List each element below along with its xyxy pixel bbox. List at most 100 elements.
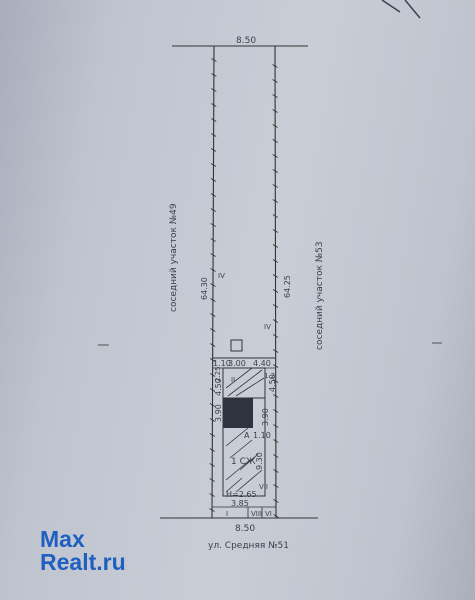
small-structure: [230, 339, 243, 352]
boundary-tick: [209, 358, 216, 362]
seg-12: 3.85: [231, 499, 249, 508]
boundary-tick: [273, 394, 279, 398]
zone-bottom-left: I: [226, 510, 228, 518]
seg-5: 2.25: [214, 366, 222, 382]
zone-lower-right: IV: [264, 323, 271, 331]
boundary-tick: [210, 163, 217, 167]
boundary-tick: [272, 304, 279, 308]
boundary-tick: [209, 388, 216, 392]
boundary-tick: [272, 244, 279, 248]
boundary-tick: [272, 364, 279, 368]
top-width-label: 8.50: [236, 36, 256, 46]
boundary-tick: [273, 454, 279, 458]
watermark-line2: Realt.ru: [40, 549, 126, 575]
boundary-tick: [273, 439, 279, 443]
boundary-tick: [209, 478, 215, 482]
boundary-tick: [209, 433, 216, 437]
boundary-tick: [272, 214, 279, 218]
boundary-tick: [210, 253, 216, 257]
height-label: H=2.65: [226, 490, 257, 499]
boundary-tick: [272, 94, 278, 98]
boundary-tick: [210, 298, 216, 302]
boundary-tick: [272, 274, 279, 278]
boundary-tick: [272, 139, 278, 143]
boundary-tick: [273, 409, 279, 413]
boundary-tick: [272, 154, 278, 158]
house-outline: [222, 397, 266, 497]
zone-bottom-2: VI: [265, 510, 272, 518]
boundary-tick: [209, 463, 215, 467]
boundary-tick: [272, 259, 279, 263]
boundary-tick: [210, 133, 217, 137]
boundary-tick: [211, 88, 217, 92]
boundary-tick: [210, 118, 217, 122]
boundary-tick: [209, 508, 215, 512]
zone-right-small: VII: [259, 483, 268, 491]
bottom-width-label: 8.50: [235, 524, 255, 534]
boundary-tick: [210, 223, 216, 227]
zone-bottom-1: VIII: [251, 510, 262, 518]
boundary-tick: [209, 403, 216, 407]
boundary-tick: [210, 178, 217, 182]
boundary-tick: [272, 379, 279, 383]
seg-11: 9.30: [255, 452, 264, 470]
boundary-tick: [272, 124, 278, 128]
building-label: 1 СЖ: [231, 457, 256, 467]
boundary-tick: [272, 349, 279, 353]
boundary-tick: [210, 313, 216, 317]
boundary-ticks: [209, 58, 279, 518]
seg-2: 3.00: [228, 359, 246, 368]
boundary-tick: [210, 343, 216, 347]
boundary-tick: [209, 373, 216, 377]
boundary-tick: [210, 328, 216, 332]
left-neighbor-label: соседний участок №49: [169, 203, 179, 312]
boundary-tick: [273, 514, 279, 518]
boundary-tick: [210, 238, 216, 242]
seg-7: 4.50: [268, 374, 277, 392]
boundary-tick: [210, 268, 216, 272]
street-label: ул. Средняя №51: [208, 541, 289, 551]
seg-4: 1.2: [264, 372, 275, 380]
seg-6: 4.50: [214, 378, 223, 396]
boundary-tick: [209, 418, 216, 422]
dark-block: [223, 398, 253, 428]
seg-9: 3.90: [261, 408, 270, 426]
boundary-tick: [272, 109, 278, 113]
outbuilding-hatch: [225, 367, 265, 397]
boundary-tick: [272, 289, 279, 293]
boundary-tick: [273, 484, 279, 488]
letter-a: A: [244, 431, 250, 440]
right-length-label: 64.25: [283, 275, 292, 298]
boundary-tick: [273, 499, 279, 503]
boundary-tick: [211, 58, 217, 62]
seg-1: 1.10: [213, 359, 231, 368]
right-boundary: [274, 45, 277, 519]
boundary-tick: [272, 79, 278, 83]
seg-10: 1.10: [253, 431, 271, 440]
corner-mark: [381, 0, 421, 19]
right-neighbor-label: соседний участок №53: [315, 241, 325, 350]
seg-3: 4.40: [253, 359, 271, 368]
boundary-tick: [272, 64, 278, 68]
boundary-tick: [209, 448, 215, 452]
house-hatch: [225, 427, 263, 493]
boundary-tick: [273, 469, 279, 473]
boundary-tick: [272, 319, 279, 323]
boundary-tick: [211, 73, 217, 77]
zone-mid: II: [231, 376, 235, 384]
boundary-tick: [272, 334, 279, 338]
boundary-tick: [272, 169, 278, 173]
watermark-line1: Max: [40, 526, 85, 552]
left-boundary: [211, 45, 215, 519]
boundary-tick: [209, 493, 215, 497]
boundary-tick: [210, 208, 217, 212]
watermark-logo: Max Realt.ru: [40, 528, 126, 574]
seg-8: 3.90: [214, 404, 223, 422]
zone-upper-left: IV: [218, 272, 225, 280]
boundary-tick: [272, 229, 279, 233]
boundary-tick: [210, 193, 217, 197]
boundary-tick: [272, 184, 278, 188]
boundary-tick: [273, 424, 279, 428]
